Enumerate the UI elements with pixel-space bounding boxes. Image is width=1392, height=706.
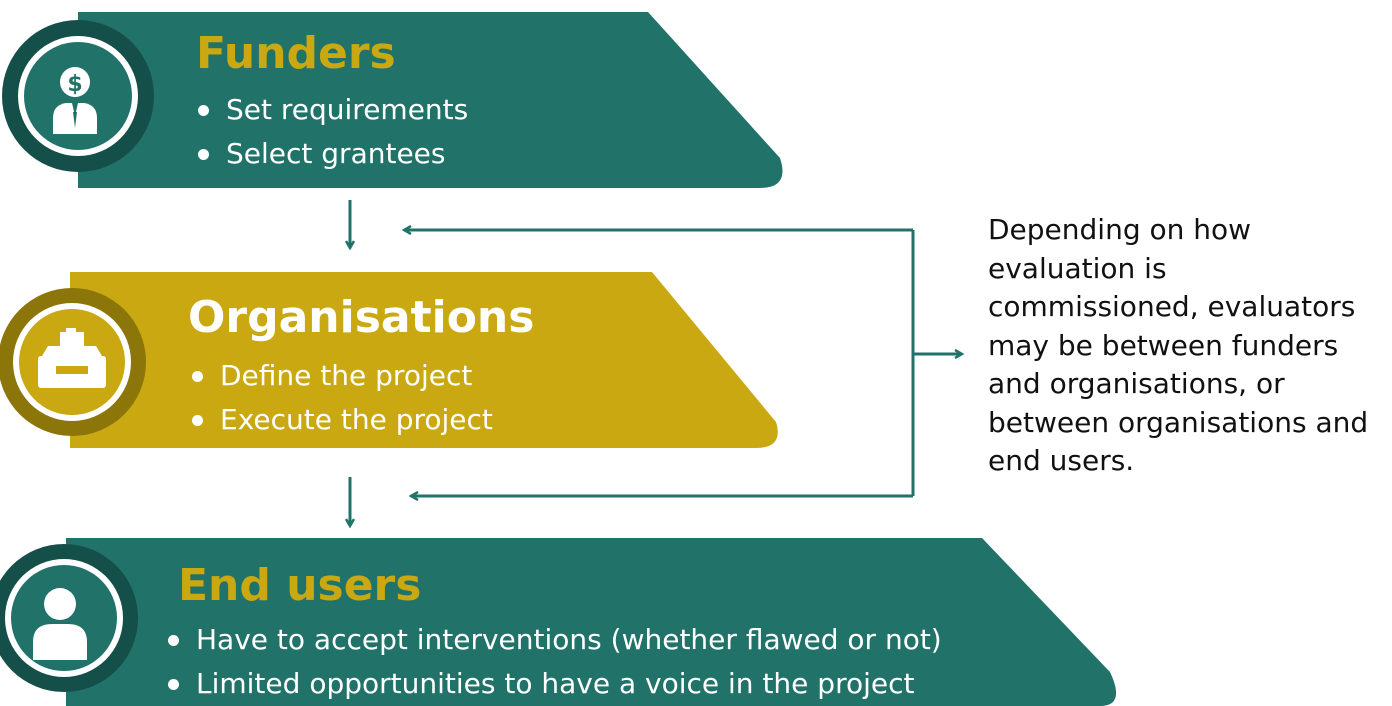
funders-bullet-item: Set requirements	[192, 88, 468, 132]
evaluator-note: Depending on how evaluation is commissio…	[988, 213, 1369, 477]
organisations-bullet-item: Execute the project	[186, 398, 493, 442]
funders-bullet-item: Select grantees	[192, 132, 468, 176]
end-users-banner	[0, 538, 1117, 706]
person-icon	[33, 588, 87, 660]
organisations-bullet-item: Define the project	[186, 354, 493, 398]
organisations-title: Organisations	[188, 292, 535, 343]
organisations-bullet-list: Define the project Execute the project	[186, 354, 493, 442]
end-users-title: End users	[178, 560, 422, 611]
funders-bullet-list: Set requirements Select grantees	[192, 88, 468, 176]
donation-box-icon	[38, 328, 106, 388]
end-users-bullet-item: Limited opportunities to have a voice in…	[162, 662, 942, 706]
end-users-bullet-item: Have to accept interventions (whether fl…	[162, 618, 942, 662]
svg-text:$: $	[67, 72, 82, 97]
evaluator-bracket-connector	[404, 230, 962, 496]
funder-dollar-icon: $	[53, 67, 97, 134]
funders-banner: $	[2, 12, 783, 188]
funders-title: Funders	[196, 28, 396, 79]
end-users-bullet-list: Have to accept interventions (whether fl…	[162, 618, 942, 706]
organisations-banner	[0, 272, 778, 448]
